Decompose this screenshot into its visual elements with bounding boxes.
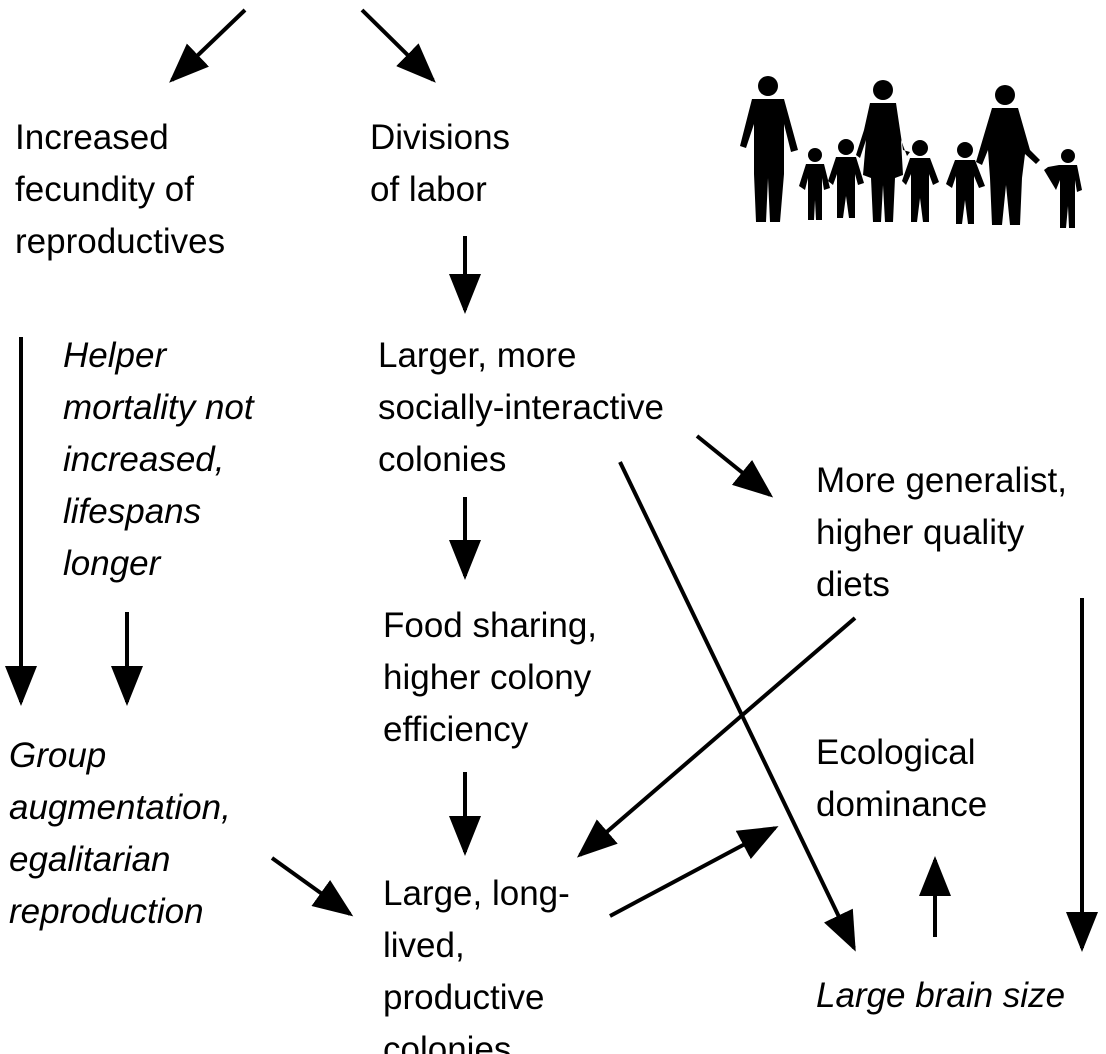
larger-colonies-node: Larger, more socially-interactive coloni… — [378, 336, 664, 479]
arrow-larger-colonies-to-brain — [618, 461, 856, 952]
arrow-top-to-divisions — [360, 8, 436, 83]
food-sharing-node: Food sharing, higher colony efficiency — [383, 606, 598, 749]
arrow-group-augmentation-to-large-colonies — [270, 856, 354, 917]
large-colonies-node: Large, long- lived, productive colonies — [383, 874, 570, 1054]
fecundity-node: Increased fecundity of reproductives — [15, 118, 226, 261]
brain-size-node: Large brain size — [816, 976, 1066, 1015]
arrow-generalist-to-large-colonies — [576, 616, 857, 858]
arrow-top-to-fecundity — [169, 8, 247, 83]
ecological-dominance-node: Ecological dominance — [816, 733, 988, 824]
generalist-diets-node: More generalist, higher quality diets — [816, 461, 1067, 604]
group-augmentation-node: Group augmentation, egalitarian reproduc… — [9, 736, 231, 931]
divisions-node: Divisions of labor — [370, 118, 511, 209]
arrow-large-colonies-to-ecological — [609, 826, 779, 918]
arrow-larger-colonies-to-generalist — [695, 434, 774, 498]
helper-mortality-node: Helper mortality not increased, lifespan… — [63, 336, 254, 583]
